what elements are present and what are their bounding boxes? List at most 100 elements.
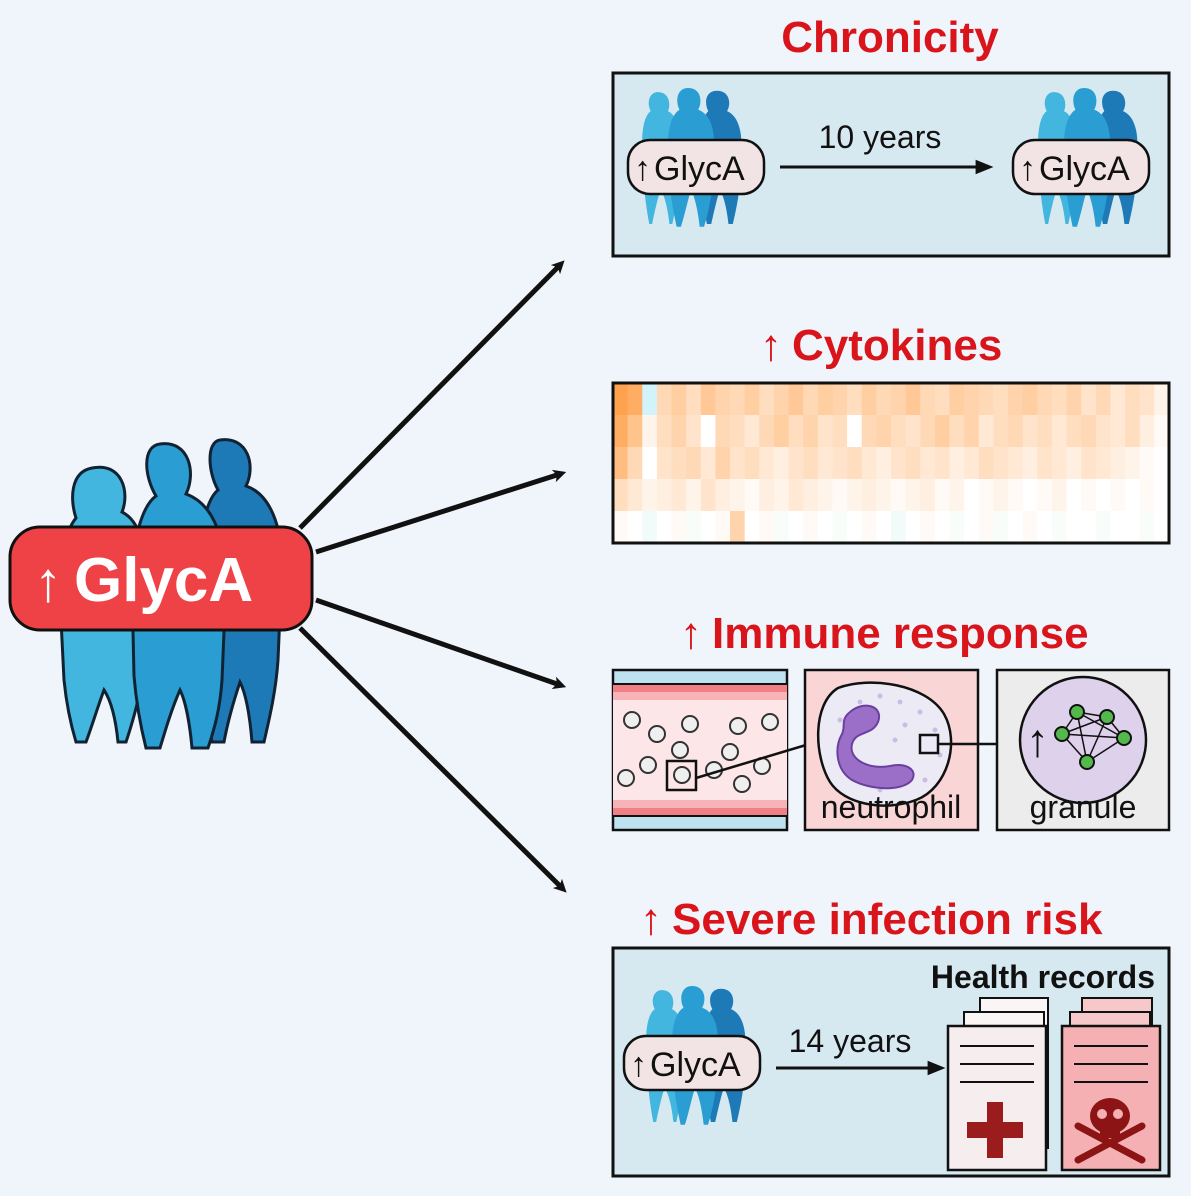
heatmap-cell [1125, 383, 1141, 416]
health-records-label: Health records [931, 959, 1155, 995]
heatmap-cell [613, 511, 629, 544]
blood-vessel-box [611, 668, 789, 832]
heatmap-cell [934, 447, 951, 480]
heatmap-cell [656, 415, 673, 448]
heatmap-cell [803, 447, 819, 480]
heatmap-cell [1095, 479, 1111, 512]
heatmap-cell [1008, 511, 1024, 544]
chronicity-panel: Chronicity ↑ GlycA 10 years ↑ GlycA [611, 13, 1171, 258]
heatmap-cell [1125, 479, 1141, 512]
heatmap-cell [1037, 479, 1053, 512]
heatmap-cell [1037, 511, 1053, 544]
heatmap-cell [876, 447, 892, 480]
heatmap-cell [700, 479, 716, 512]
chronicity-pill-right [1011, 138, 1151, 196]
arrow-to-chronicity [298, 260, 565, 530]
heatmap-cell [686, 479, 702, 512]
heatmap-cell [773, 383, 790, 416]
heatmap-cell [817, 383, 833, 416]
heatmap-cell [993, 479, 1009, 512]
heatmap-cell [627, 415, 643, 448]
zoom-box-cell [665, 759, 698, 792]
heatmap-cell [1139, 383, 1155, 416]
heatmap-cell [1008, 447, 1024, 480]
heatmap-cell [613, 479, 629, 512]
heatmap-cell [1139, 447, 1155, 480]
chronicity-title: Chronicity [781, 13, 999, 62]
heatmap-cell [642, 447, 658, 480]
heatmap-cell [1008, 415, 1024, 448]
heatmap-cell [627, 479, 643, 512]
heatmap-cell [744, 479, 760, 512]
heatmap-cell [993, 447, 1009, 480]
heatmap-cell [1110, 479, 1126, 512]
heatmap-cell [847, 447, 863, 480]
heatmap-cell [978, 447, 994, 480]
heatmap-cell [642, 511, 658, 544]
heatmap-cell [861, 511, 877, 544]
heatmap-cell [613, 383, 629, 416]
neutrophil-nucleus [836, 704, 915, 790]
chronicity-pill-right-label: GlycA [1039, 150, 1130, 188]
heatmap-cell [715, 415, 731, 448]
heatmap-cell [949, 479, 965, 512]
heatmap-cell [744, 447, 760, 480]
heatmap-cell [715, 447, 731, 480]
heatmap-cell [891, 415, 907, 448]
heatmap-cell [905, 447, 921, 480]
heatmap-cell [949, 383, 965, 416]
heatmap-cell [817, 511, 833, 544]
heatmap-cell [788, 383, 804, 416]
heatmap-cell [1008, 479, 1024, 512]
heatmap-cell [847, 479, 863, 512]
heatmap-cell [803, 511, 819, 544]
heatmap-cell [891, 511, 907, 544]
heatmap-cell [613, 415, 629, 448]
main-up-arrow: ↑ [34, 550, 62, 613]
heatmap-cell [1095, 511, 1111, 544]
heatmap-cell [730, 415, 746, 448]
heatmap-cell [1051, 511, 1068, 544]
up-arrow-icon: ↑ [630, 1046, 647, 1084]
heatmap-cell [1125, 415, 1141, 448]
heatmap-cell [861, 383, 877, 416]
heatmap-cell [934, 383, 951, 416]
blood-cells [617, 711, 779, 793]
infection-pill [622, 1034, 762, 1092]
heatmap-cell [1125, 511, 1141, 544]
cytokines-title: Cytokines [792, 321, 1002, 370]
infection-duration: 14 years [789, 1023, 912, 1059]
heatmap-cell [1037, 383, 1053, 416]
up-arrow-icon: ↑ [634, 150, 651, 188]
heatmap-cell [744, 511, 760, 544]
heatmap-cell [1051, 415, 1068, 448]
chronicity-pill-left [626, 138, 766, 196]
heatmap-cell [803, 479, 819, 512]
heatmap-cell [832, 511, 848, 544]
heatmap-cell [788, 479, 804, 512]
heatmap-cell [1081, 383, 1097, 416]
heatmap-cell [671, 383, 687, 416]
heatmap-cell [627, 447, 643, 480]
heatmap-cell [1095, 415, 1111, 448]
heatmap-cell [934, 415, 951, 448]
medical-record-stack [946, 997, 1049, 1172]
heatmap-cell [1095, 447, 1111, 480]
heatmap-cell [1095, 383, 1111, 416]
heatmap-cell [905, 479, 921, 512]
immune-panel: ↑ Immune response [611, 609, 1171, 832]
heatmap-cell [1110, 447, 1126, 480]
heatmap-cell [730, 447, 746, 480]
heatmap-cell [1110, 383, 1126, 416]
chronicity-duration: 10 years [819, 119, 942, 155]
infection-title: Severe infection risk [672, 895, 1103, 944]
heatmap-cell [832, 447, 848, 480]
heatmap-cell [876, 479, 892, 512]
heatmap-cell [920, 447, 936, 480]
up-arrow-icon: ↑ [1019, 150, 1036, 188]
heatmap-cell [627, 383, 643, 416]
heatmap-cell [671, 447, 687, 480]
neutrophil-box: neutrophil [803, 668, 980, 832]
main-glyca-pill [8, 525, 314, 632]
heatmap-cell [686, 383, 702, 416]
